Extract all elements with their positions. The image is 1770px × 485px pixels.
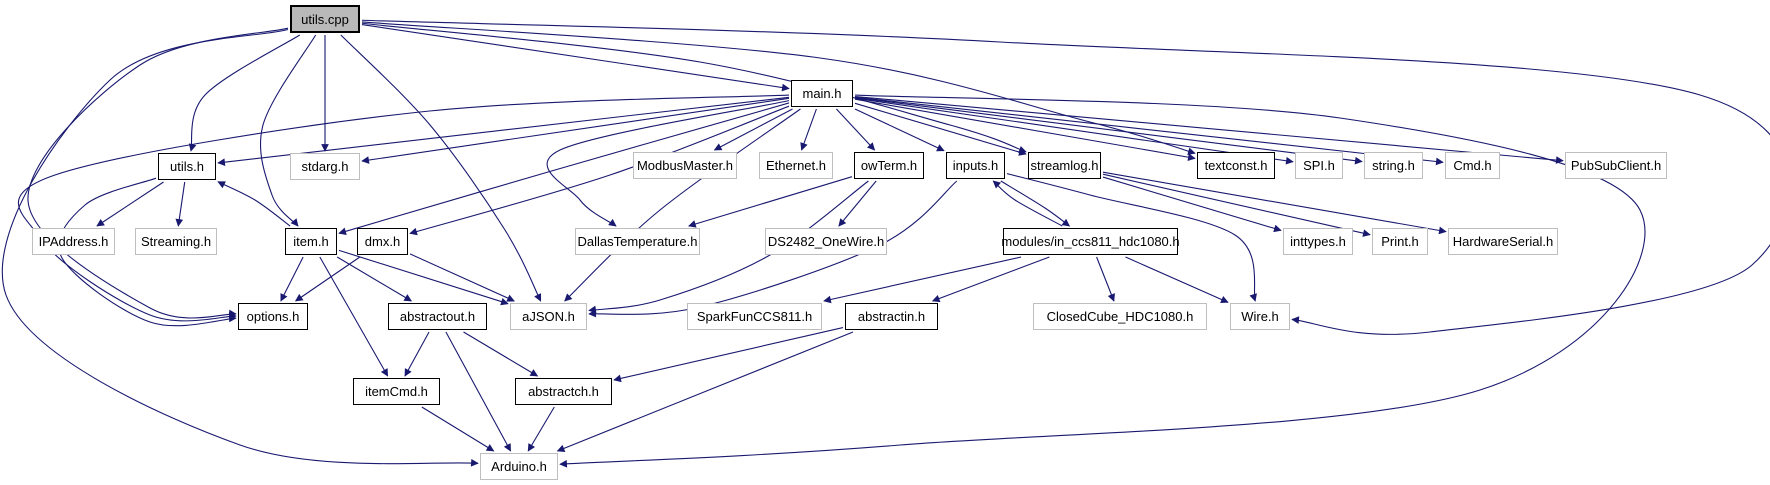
edge-modules-sparkfun [823,256,1022,304]
edge-itemcmd-arduino [421,406,495,452]
edge-utils_cpp-arduino [1,28,479,467]
node-textconst[interactable]: textconst.h [1197,152,1275,179]
node-dmx[interactable]: dmx.h [357,228,408,255]
edge-main_h-inputs [854,108,945,152]
edge-utils_h-streaming [175,181,186,227]
node-main-h[interactable]: main.h [791,80,853,107]
node-wire: Wire.h [1230,303,1290,330]
edge-inputs-ajson [588,180,958,318]
edge-utils_cpp-ajson [340,34,542,302]
edge-main_h-options [17,94,790,322]
edge-utils_cpp-main_h [361,24,790,92]
edge-inputs-wire [1006,173,1257,302]
edge-abstractin-arduino [556,331,854,452]
edge-utils_h-options [58,177,237,327]
node-cmd: Cmd.h [1445,152,1500,179]
edge-utils_cpp-streamlog [361,22,1027,154]
edge-modules-wire [1125,256,1229,304]
node-abstractin[interactable]: abstractin.h [845,303,938,330]
edge-item-abstractout [336,256,413,302]
edge-abstractin-abstractch [613,327,844,383]
edge-dmx-options [294,256,361,302]
node-owterm[interactable]: owTerm.h [854,152,924,179]
edge-main_h-utils_h [217,96,790,166]
edge-streamlog-print [1102,173,1371,237]
edge-item-itemcmd [319,256,389,377]
edge-main_h-ajson [564,108,801,302]
node-arduino: Arduino.h [480,453,558,480]
node-streaming: Streaming.h [135,228,217,255]
edge-main_h-modbus [713,108,793,151]
edge-owterm-ds2482 [838,180,877,227]
node-closedcube: ClosedCube_HDC1080.h [1033,303,1207,330]
edge-abstractch-arduino [527,406,555,452]
edge-utils_cpp-textconst [361,21,1196,155]
edge-utils_cpp-wire [361,19,1770,335]
node-print: Print.h [1372,228,1428,255]
node-abstractout[interactable]: abstractout.h [388,303,487,330]
edge-main_h-streamlog [854,102,1027,156]
edge-item-ajson [338,249,509,306]
edge-utils_h-ipaddress [96,181,164,227]
edge-modules-inputs [992,180,1063,227]
node-inttypes: inttypes.h [1283,228,1353,255]
edge-main_h-string_h [854,97,1363,165]
node-modbus: ModbusMaster.h [633,152,737,179]
edge-owterm-ajson [588,180,869,314]
edge-main_h-dallas [546,100,790,227]
node-itemcmd[interactable]: itemCmd.h [353,378,440,405]
node-item[interactable]: item.h [285,228,337,255]
node-inputs[interactable]: inputs.h [946,152,1005,179]
node-modules[interactable]: modules/in_ccs811_hdc1080.h [1001,228,1180,255]
edge-utils_cpp-item [259,34,317,227]
edge-main_h-item [338,102,790,236]
node-hwserial: HardwareSerial.h [1448,228,1558,255]
node-utils-cpp[interactable]: utils.cpp [290,5,360,33]
edge-main_h-dmx [409,105,790,236]
edge-main_h-cmd [854,96,1444,166]
edge-main_h-spi [854,97,1294,165]
node-ipaddress: IPAddress.h [32,228,115,255]
edge-main_h-ethernet [800,108,817,151]
node-streamlog[interactable]: streamlog.h [1028,152,1101,179]
node-ds2482: DS2482_OneWire.h [765,228,887,255]
node-stdarg-h: stdarg.h [290,153,360,180]
node-ajson: aJSON.h [510,303,587,330]
edge-main_h-textconst [854,98,1196,161]
edge-item-utils_h [217,181,291,227]
edge-streamlog-inttypes [1102,176,1282,233]
edge-abstractout-arduino [445,331,512,452]
edge-utils_cpp-utils_h [188,34,301,152]
node-spi: SPI.h [1295,152,1343,179]
node-pubsub: PubSubClient.h [1565,152,1667,179]
edge-main_h-owterm [836,108,876,151]
edge-modules-abstractin [931,256,1050,303]
edge-main_h-stdarg_h [361,97,790,164]
node-string-h: string.h [1364,152,1423,179]
node-sparkfun: SparkFunCCS811.h [687,303,822,330]
edge-inputs-modules [1000,180,1071,227]
node-ethernet: Ethernet.h [759,152,833,179]
edge-modules-closedcube [1096,256,1115,302]
edge-item-options [280,256,304,302]
edge-main_h-arduino [559,94,1646,468]
edge-main_h-pubsub [854,95,1564,164]
edge-owterm-dallas [688,176,853,228]
edge-streamlog-hwserial [1102,171,1447,235]
edge-dmx-ajson [409,253,515,302]
edge-abstractout-itemcmd [404,331,430,377]
node-abstractch[interactable]: abstractch.h [515,378,612,405]
edge-abstractout-abstractch [463,331,539,377]
node-options[interactable]: options.h [238,303,308,330]
node-dallas: DallasTemperature.h [575,228,700,255]
node-utils-h[interactable]: utils.h [158,153,216,180]
